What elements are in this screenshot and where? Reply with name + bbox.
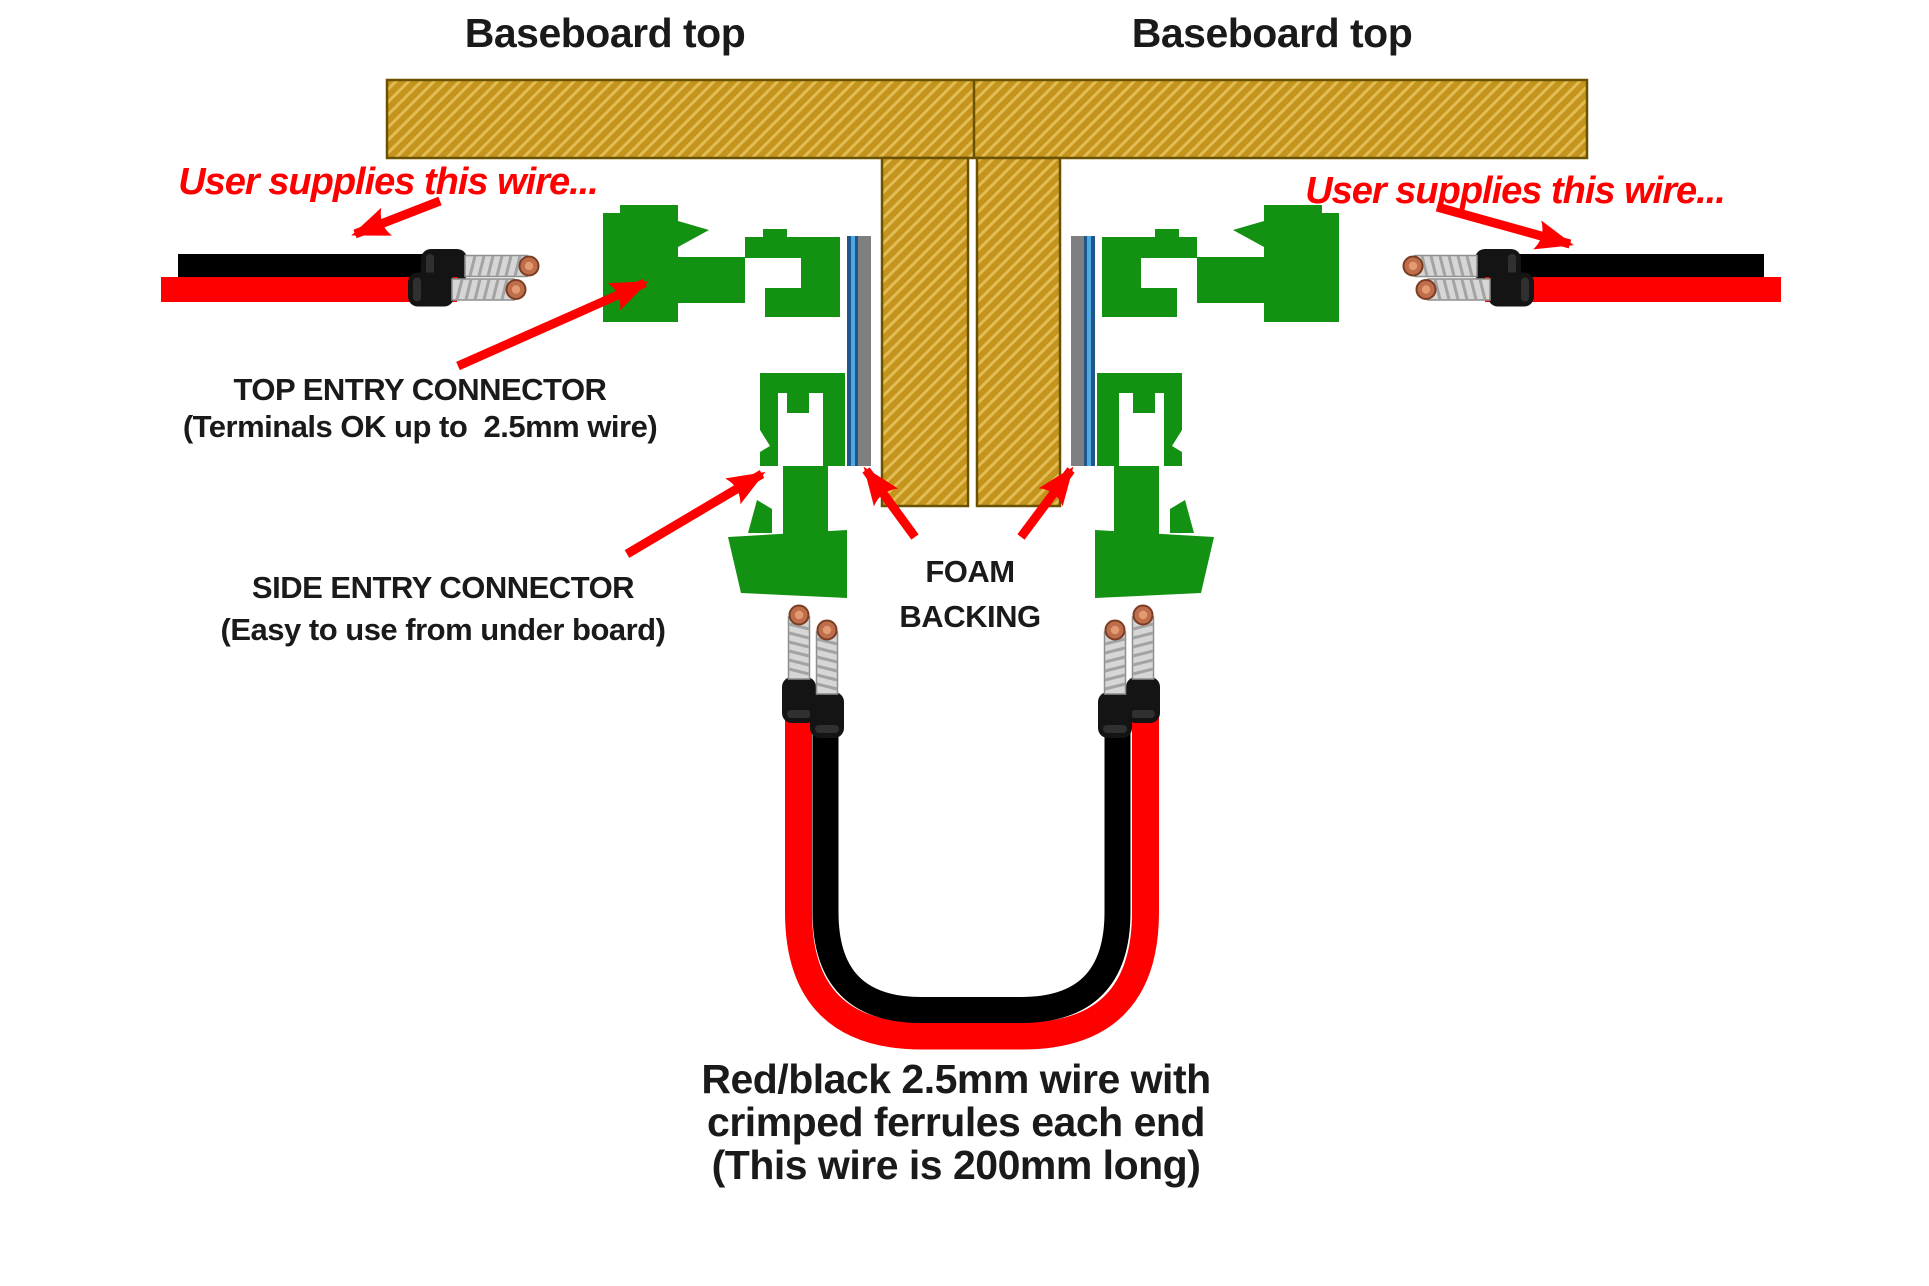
ferrule-icon — [406, 271, 527, 308]
side-entry-label: SIDE ENTRY CONNECTOR (Easy to use from u… — [220, 570, 666, 647]
baseboard-top-label-right: Baseboard top — [1131, 10, 1413, 56]
arrow-user-wire-left — [351, 196, 442, 239]
arrow-foam-left — [862, 466, 919, 540]
link-wire-red — [785, 698, 1159, 1050]
arrow-top-entry — [456, 278, 649, 371]
feed-wire-black — [178, 254, 428, 278]
baseboard-top-label-left: Baseboard top — [464, 10, 746, 56]
baseboard-side-member-right — [975, 156, 1062, 508]
foam-backing-strip — [858, 236, 871, 466]
user-wire-label-right: User supplies this wire... — [1305, 170, 1726, 212]
connector-assembly-right — [1071, 205, 1781, 738]
link-wire-black — [812, 704, 1131, 1023]
foam-backing-label: FOAM BACKING — [899, 554, 1041, 634]
top-entry-label: TOP ENTRY CONNECTOR (Terminals OK up to … — [182, 372, 658, 444]
arrow-user-wire-right — [1435, 202, 1574, 250]
side-entry-connector — [728, 373, 847, 598]
baseboard-side-member-left — [880, 156, 970, 508]
user-wire-label-left: User supplies this wire... — [178, 161, 599, 203]
baseboard-top-board — [385, 78, 1589, 160]
link-wire-label: Red/black 2.5mm wire with crimped ferrul… — [701, 1056, 1211, 1188]
ferrule-icon — [808, 619, 846, 740]
arrow-foam-right — [1017, 466, 1075, 540]
top-entry-connector — [603, 205, 840, 322]
feed-wire-red — [161, 277, 457, 302]
arrow-side-entry — [624, 470, 766, 558]
connector-assembly-left — [161, 205, 871, 740]
pcb-strip — [847, 236, 858, 466]
